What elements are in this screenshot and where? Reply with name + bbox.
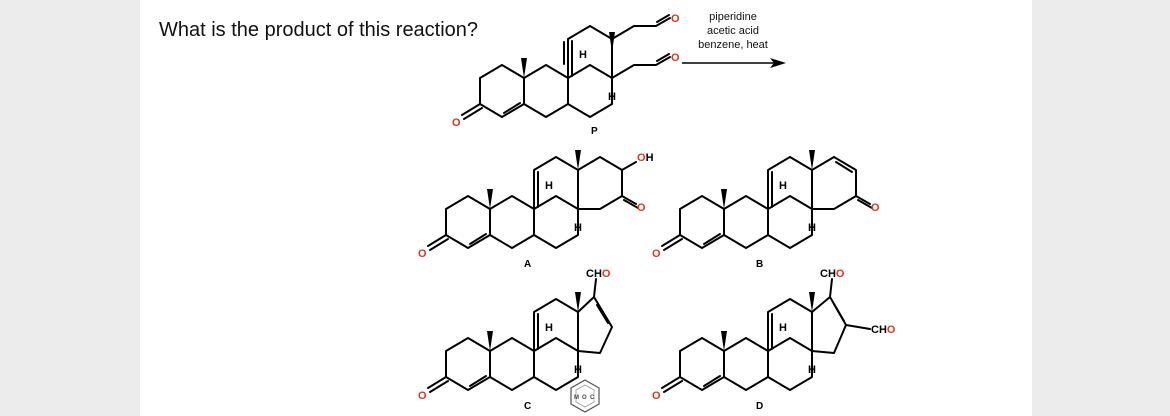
reactant-oxygen: O: [452, 117, 461, 129]
label-A: A: [524, 259, 531, 270]
arrowhead-icon: [770, 58, 786, 68]
option-a-oxygen: O: [418, 248, 427, 260]
option-c-aldehyde: CHO: [586, 268, 611, 280]
condition-2: acetic acid: [707, 25, 759, 37]
stereo-h-label: H: [608, 91, 616, 103]
aldehyde-oxygen-2: O: [671, 52, 680, 64]
label-P: P: [591, 126, 598, 137]
option-b-oxygen: O: [652, 248, 661, 260]
option-a-molecule: O O OH H H A: [418, 150, 654, 270]
stereo-h-label: H: [579, 49, 587, 61]
condition-3: benzene, heat: [698, 39, 768, 51]
option-c-oxygen: O: [418, 390, 427, 402]
stereo-h-label: H: [545, 322, 553, 334]
moc-logo-icon: M O C: [570, 379, 600, 413]
option-d-aldehyde-1: CHO: [820, 268, 845, 280]
reactant-molecule: O O O H H P: [452, 13, 680, 137]
label-B: B: [756, 259, 763, 270]
option-b-ketone-oxygen: O: [871, 202, 880, 214]
stereo-h-label: H: [779, 322, 787, 334]
slide: What is the product of this reaction? H: [140, 0, 1032, 416]
logo-letter: C: [590, 395, 595, 401]
stereo-h-label: H: [545, 180, 553, 192]
option-b-molecule: O O H H B: [652, 150, 880, 270]
logo-letter: O: [582, 395, 587, 401]
stereo-h-label: H: [808, 364, 816, 376]
option-a-ketone-oxygen: O: [637, 202, 646, 214]
stereo-h-label: H: [574, 364, 582, 376]
option-d-aldehyde-2: CHO: [871, 324, 896, 336]
condition-1: piperidine: [709, 11, 757, 23]
option-a-hydroxyl: OH: [637, 152, 654, 164]
aldehyde-oxygen-1: O: [671, 13, 680, 25]
reaction-diagram: H H O: [418, 11, 896, 413]
reaction-arrow-group: piperidine acetic acid benzene, heat: [682, 11, 786, 68]
stereo-h-label: H: [574, 222, 582, 234]
logo-letter: M: [574, 395, 579, 401]
option-d-molecule: O CHO CHO H H D: [652, 268, 896, 412]
option-c-molecule: O CHO H H C: [418, 268, 613, 412]
label-C: C: [524, 401, 531, 412]
option-d-oxygen: O: [652, 390, 661, 402]
question-title: What is the product of this reaction?: [159, 19, 479, 41]
label-D: D: [756, 401, 763, 412]
stereo-h-label: H: [779, 180, 787, 192]
stereo-h-label: H: [808, 222, 816, 234]
